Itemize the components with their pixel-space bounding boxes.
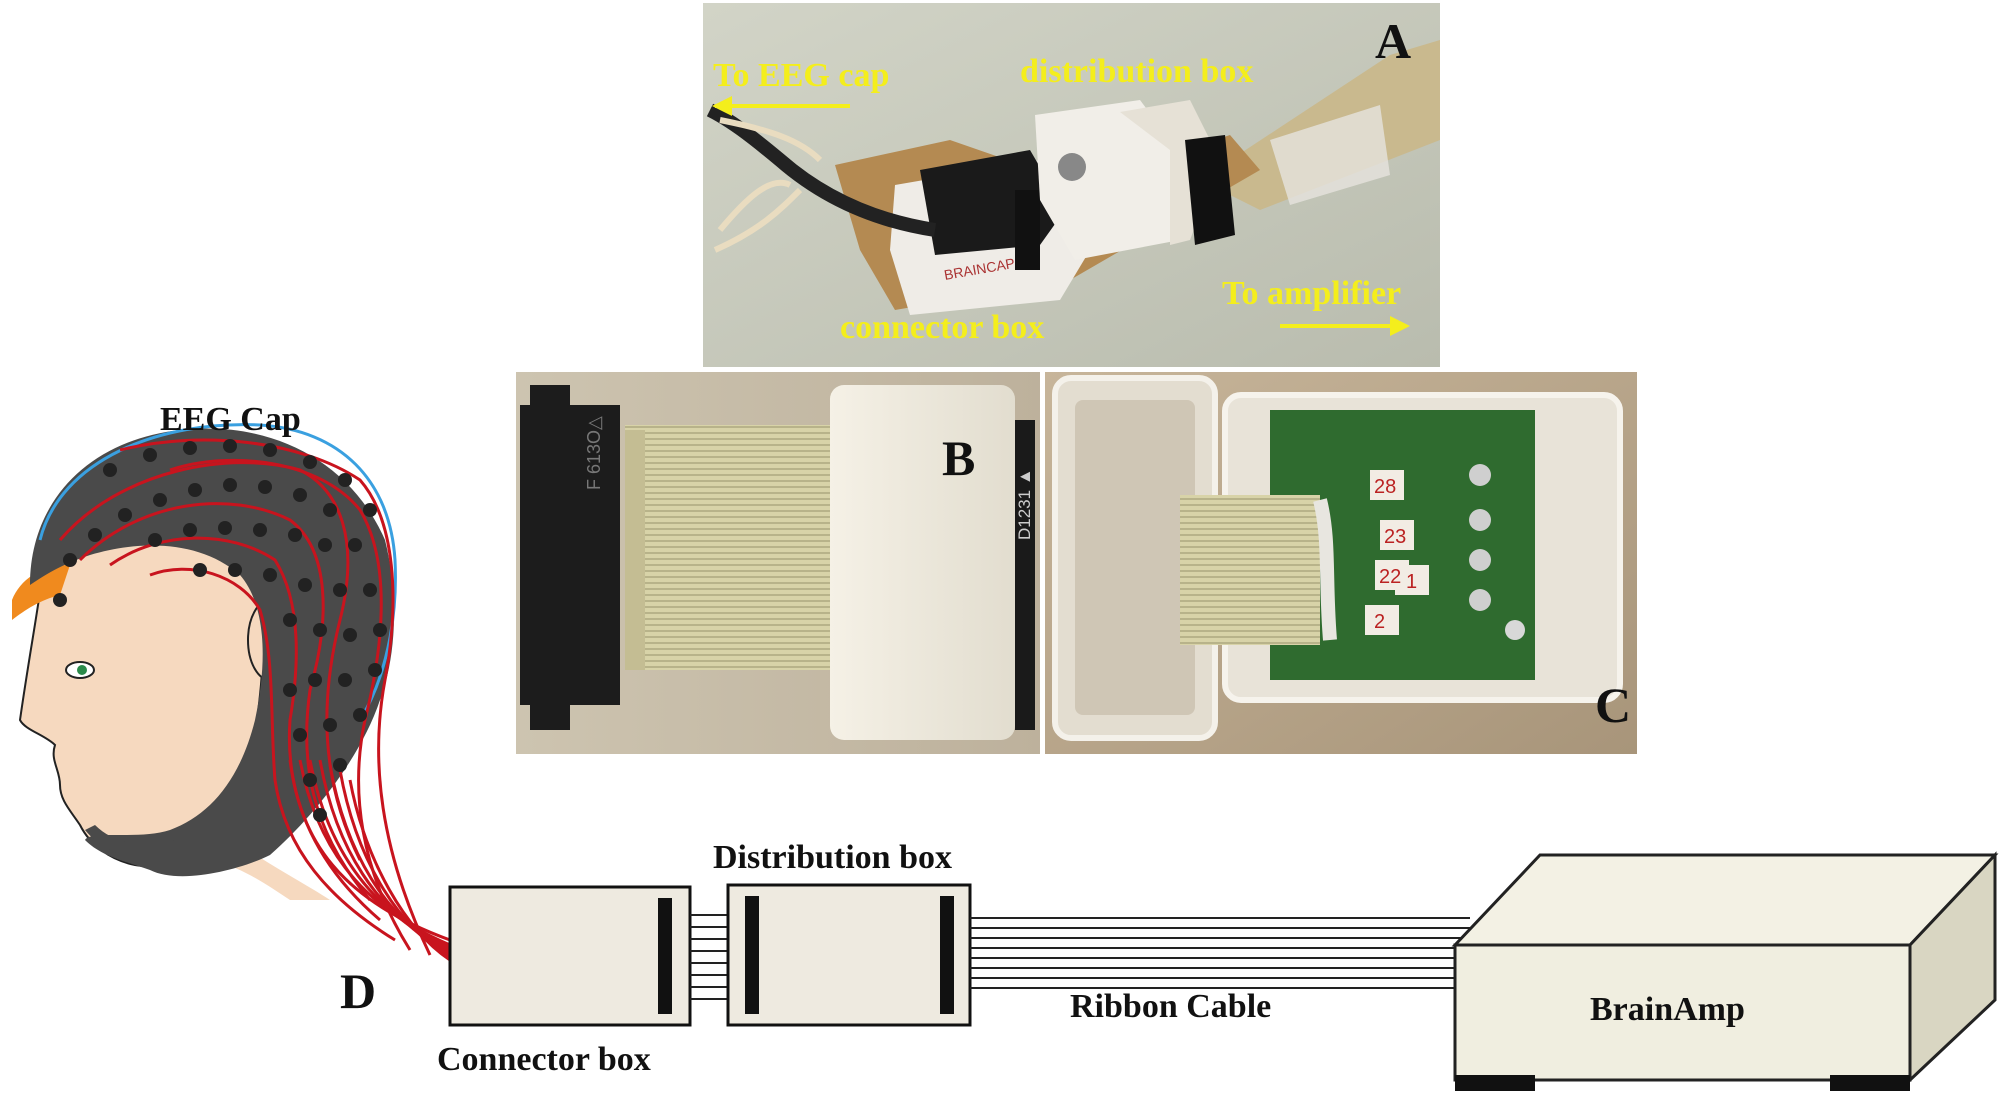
label-brainamp: BrainAmp xyxy=(1590,991,1745,1028)
label-to-eeg-cap: To EEG cap xyxy=(713,57,889,94)
wire-label-tags: 28 23 22 1 2 xyxy=(1365,470,1429,635)
panel-c-photo: 28 23 22 1 2 C xyxy=(1045,372,1637,754)
label-connector-box-photo: connector box xyxy=(840,309,1044,346)
distribution-box-diagram xyxy=(726,883,972,1027)
head-illustration xyxy=(12,423,451,962)
panel-b-letter: B xyxy=(942,430,975,486)
cap-electrodes xyxy=(53,439,387,822)
label-ribbon-cable: Ribbon Cable xyxy=(1070,988,1271,1025)
ribbon-cable-diagram xyxy=(970,917,1470,989)
panel-a-letter: A xyxy=(1375,13,1411,69)
label-eeg-cap: EEG Cap xyxy=(160,401,301,438)
wire-label-2: 2 xyxy=(1374,611,1385,633)
wire-label-23: 23 xyxy=(1384,526,1406,548)
eeg-cap-shell xyxy=(30,428,395,877)
label-distribution-box-photo: distribution box xyxy=(1020,53,1253,90)
panel-d-diagram: EEG Cap D xyxy=(12,401,1999,1091)
panel-d-letter: D xyxy=(340,963,376,1019)
short-ribbon xyxy=(690,914,728,1000)
panel-b-photo: F 613O△ D1231 ▲ B xyxy=(516,372,1040,754)
wire-label-22: 22 xyxy=(1379,566,1401,588)
panel-a-photo: BRAINCAP MR A To EEG cap distribution bo… xyxy=(703,3,1440,367)
wire-label-1: 1 xyxy=(1406,571,1417,593)
box-print: D1231 ▲ xyxy=(1015,468,1034,540)
cap-cable-bundle xyxy=(288,759,451,962)
wire-label-28: 28 xyxy=(1374,476,1396,498)
panel-c-letter: C xyxy=(1595,677,1631,733)
connector-print: F 613O△ xyxy=(584,416,604,490)
label-connector-box: Connector box xyxy=(437,1041,651,1078)
label-distribution-box: Distribution box xyxy=(713,839,952,876)
brainamp-amplifier xyxy=(1451,851,1999,1091)
label-to-amplifier: To amplifier xyxy=(1222,275,1401,312)
connector-box-diagram xyxy=(448,885,692,1027)
